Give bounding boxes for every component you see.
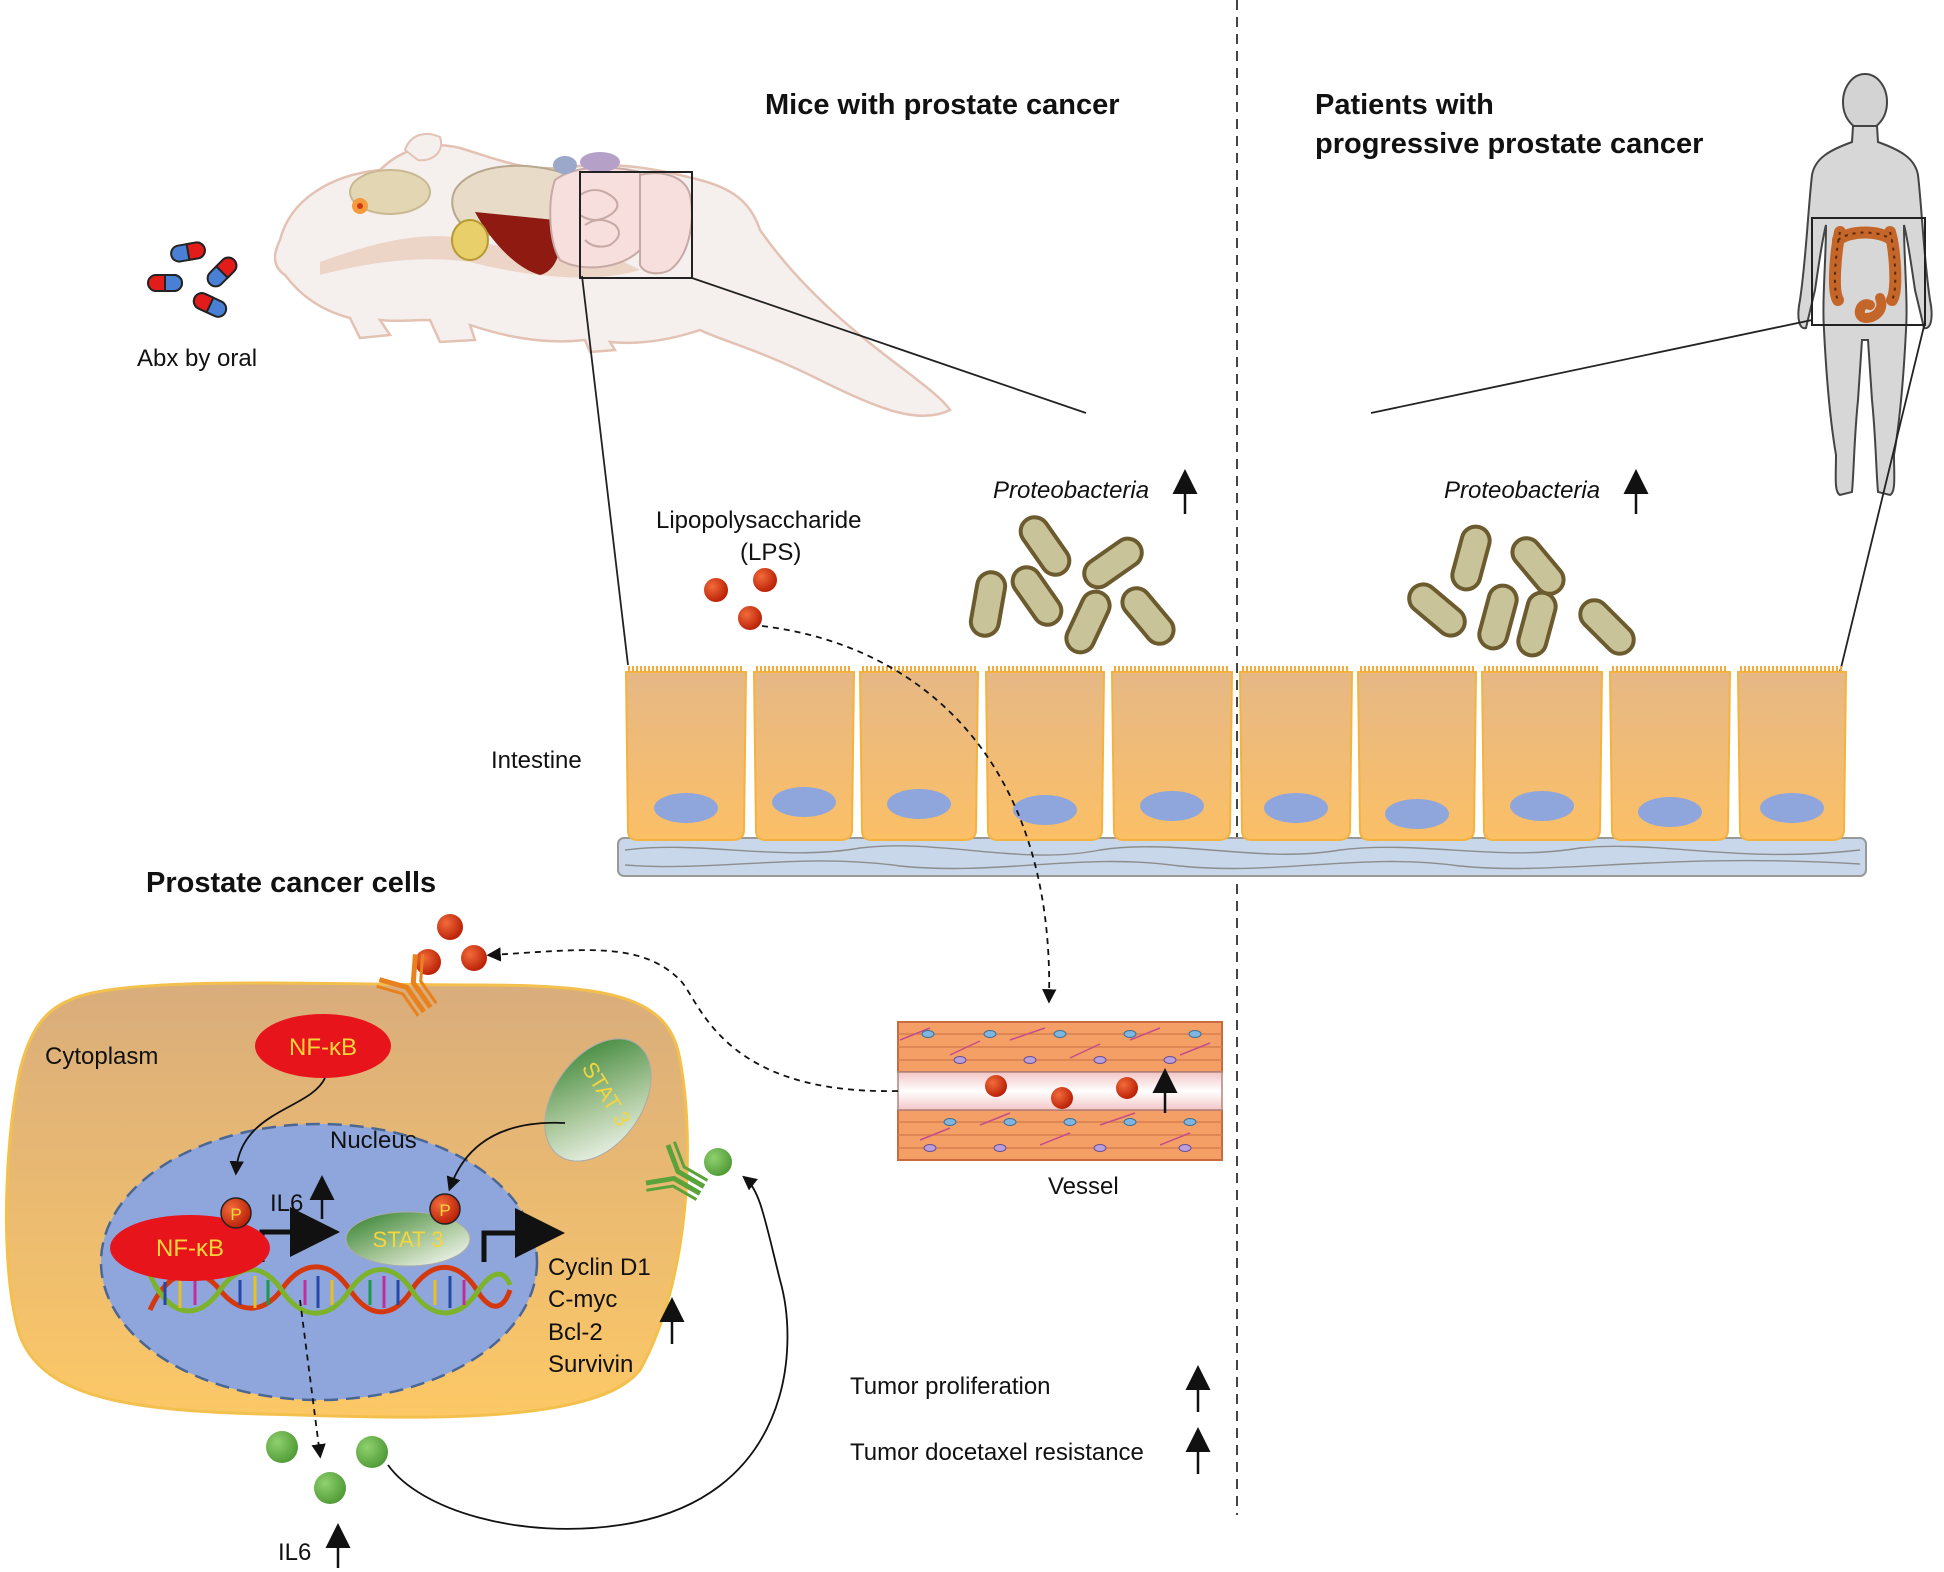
nucleus	[99, 1122, 539, 1402]
human-body-illustration	[1797, 73, 1933, 497]
outcome-proliferation: Tumor proliferation	[850, 1373, 1051, 1400]
intestinal-epithelium	[624, 666, 1848, 841]
epithelial-cell	[1736, 666, 1848, 841]
bacteria-cluster-right	[1407, 524, 1636, 658]
bacteria-cluster-left	[968, 515, 1176, 655]
il6-autocrine-loop-arrow	[387, 1175, 789, 1530]
mouse-zoom-box	[579, 171, 693, 279]
epithelial-cell	[1608, 666, 1732, 841]
stat3-cytoplasm	[544, 1038, 652, 1162]
proteobacteria-right-label: Proteobacteria	[1444, 477, 1600, 504]
vessel-label: Vessel	[1048, 1173, 1119, 1200]
il6-bound	[704, 1148, 732, 1176]
membrane-fibers	[624, 845, 1861, 870]
epithelial-nucleus	[1510, 791, 1574, 821]
mouse-zoom-line-right	[691, 277, 1087, 414]
phospho-a-label: P	[230, 1205, 241, 1224]
proteobacteria-left-label: Proteobacteria	[993, 477, 1149, 504]
il6-particles-secreted	[266, 1431, 388, 1504]
il6-secretion-dashed-arrow	[299, 1299, 326, 1459]
phospho-a	[220, 1197, 252, 1229]
stat3-nucleus	[345, 1211, 471, 1267]
target-gene-cyclin-d1: Cyclin D1	[548, 1254, 651, 1281]
nucleus-label: Nucleus	[330, 1127, 417, 1154]
nfkb-cytoplasm-label: NF-κB	[289, 1034, 357, 1061]
intestine-label: Intestine	[491, 747, 582, 774]
epithelial-cell	[1110, 666, 1234, 841]
capsule-icon	[147, 241, 238, 318]
mouse-anatomy-illustration	[273, 132, 952, 418]
stat3-nucleus-label: STAT 3	[373, 1227, 444, 1252]
epithelial-nucleus	[1140, 791, 1204, 821]
il6-nucleus-label: IL6	[270, 1190, 303, 1217]
epithelial-cell	[858, 666, 980, 841]
blood-vessel	[897, 1021, 1223, 1161]
nfkb-nucleus-label: NF-κB	[156, 1235, 224, 1262]
target-gene-survivin: Survivin	[548, 1351, 633, 1378]
mice-heading: Mice with prostate cancer	[765, 89, 1120, 121]
patients-heading-line2: progressive prostate cancer	[1315, 128, 1703, 160]
epithelial-cell	[624, 666, 748, 841]
mouse-zoom-line-left	[581, 275, 629, 666]
lps-to-vessel-dashed-arrow	[761, 625, 1057, 1004]
phospho-b-label: P	[439, 1201, 450, 1220]
outcome-resistance: Tumor docetaxel resistance	[850, 1439, 1144, 1466]
il6-bottom-label: IL6	[278, 1539, 311, 1566]
epithelial-nucleus	[1013, 795, 1077, 825]
epithelial-cell	[1238, 666, 1354, 841]
cytoplasm-label: Cytoplasm	[45, 1043, 158, 1070]
epithelial-nucleus	[772, 787, 836, 817]
epithelial-nucleus	[654, 793, 718, 823]
abx-label: Abx by oral	[137, 345, 257, 372]
human-zoom-box	[1811, 217, 1926, 326]
lps-particles-intestine	[704, 568, 777, 630]
human-zoom-line-right	[1839, 321, 1926, 673]
vessel-to-cell-dashed-arrow	[486, 947, 899, 1092]
phospho-b	[429, 1193, 461, 1225]
nfkb-cytoplasm	[255, 1014, 391, 1078]
human-zoom-line-left	[1370, 319, 1813, 414]
stat3-translocation-arrow	[446, 1121, 566, 1192]
epithelial-nucleus	[1760, 793, 1824, 823]
lps-particles-cell	[415, 914, 487, 975]
epithelial-cell	[752, 666, 856, 841]
dna-helix-illustration	[147, 1264, 513, 1316]
basement-membrane	[617, 837, 1867, 877]
antibody-receptor-icon	[376, 954, 438, 1017]
target-gene-c-myc: C-myc	[548, 1286, 617, 1313]
patients-heading-line1: Patients with	[1315, 89, 1494, 121]
epithelial-cell	[1356, 666, 1478, 841]
target-gene-bcl-2: Bcl-2	[548, 1319, 603, 1346]
cells-heading: Prostate cancer cells	[146, 867, 436, 899]
epithelial-cell	[984, 666, 1106, 841]
epithelial-nucleus	[887, 789, 951, 819]
target-gene-transcription-arrow	[481, 1208, 565, 1262]
epithelial-nucleus	[1264, 793, 1328, 823]
lps-label-line2: (LPS)	[740, 539, 801, 566]
il6-receptor-icon	[645, 1141, 709, 1201]
epithelial-nucleus	[1385, 799, 1449, 829]
nfkb-translocation-arrow	[229, 1077, 326, 1176]
nfkb-nucleus	[110, 1215, 270, 1281]
epithelial-cell	[1480, 666, 1604, 841]
epithelial-nucleus	[1638, 797, 1702, 827]
lps-label-line1: Lipopolysaccharide	[656, 507, 861, 534]
